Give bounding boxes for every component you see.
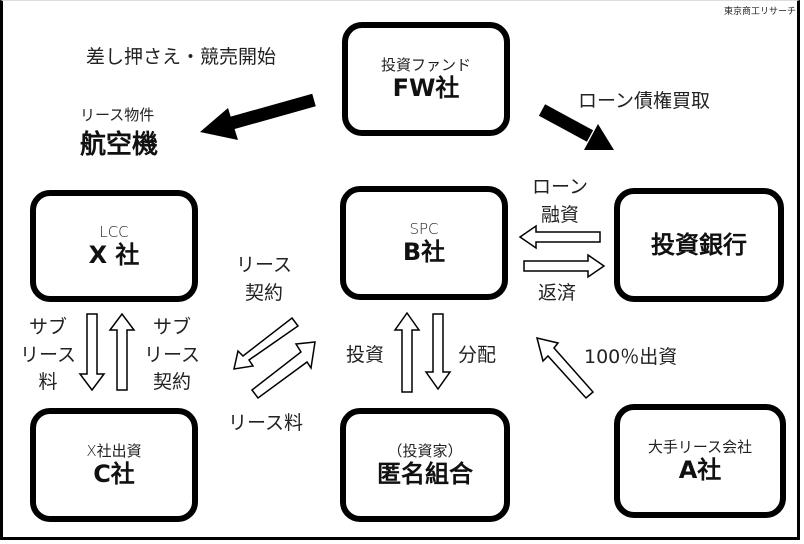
c-sub: X社出資 [86,441,142,460]
source-credit: 東京商工リサーチ [723,7,796,17]
label-seizure: 差し押さえ・競売開始 [86,46,277,68]
lease-contract-line1: リース [236,254,293,276]
lease-contract-line2: 契約 [245,281,284,304]
sublease-contract-line2: リース [144,343,201,366]
sublease-contract-line1: サブ [153,316,192,338]
sublease-fee-line2: リース [20,343,77,366]
label-repayment: 返済 [538,282,577,304]
box-a-company: 大手リース会社 A社 [614,404,786,518]
aircraft-main: 航空機 [80,130,159,160]
label-distribution: 分配 [458,344,497,366]
sublease-fee-line1: サブ [29,316,68,338]
label-full-investment: 100％出資 [584,346,678,368]
box-investment-bank: 投資銀行 [614,188,784,302]
box-x-company: LCC X 社 [30,190,198,302]
label-loan-purchase: ローン債権買取 [578,90,711,112]
box-silent-partnership: （投資家） 匿名組合 [340,408,510,522]
a-main: A社 [678,455,722,484]
a-sub: 大手リース会社 [647,437,753,456]
label-lease-fee: リース料 [228,412,304,434]
sublease-fee-line3: 料 [38,371,58,394]
label-lease-contract: リース 契約 [236,252,292,307]
kumiai-sub: （投資家） [387,441,463,460]
c-main: C社 [93,459,135,488]
label-investment: 投資 [346,344,385,366]
box-fw-fund: 投資ファンド FW社 [342,22,510,136]
fw-main: FW社 [392,73,460,102]
box-b-spc: SPC B社 [340,186,508,300]
box-c-company: X社出資 C社 [30,408,198,522]
label-loan-financing: ローン 融資 [532,174,588,229]
kumiai-main: 匿名組合 [377,459,473,488]
label-sublease-fee: サブ リース 料 [20,314,76,397]
b-main: B社 [402,237,446,266]
sublease-contract-line3: 契約 [153,371,192,394]
x-main: X 社 [88,240,140,269]
bank-main: 投資銀行 [651,230,747,259]
fw-sub: 投資ファンド [380,55,471,74]
b-sub: SPC [409,219,439,238]
x-sub: LCC [99,222,129,241]
loan-financing-line1: ローン [532,176,589,198]
aircraft-sub: リース物件 [80,106,155,124]
label-sublease-contract: サブ リース 契約 [144,314,200,397]
loan-financing-line2: 融資 [541,203,580,226]
